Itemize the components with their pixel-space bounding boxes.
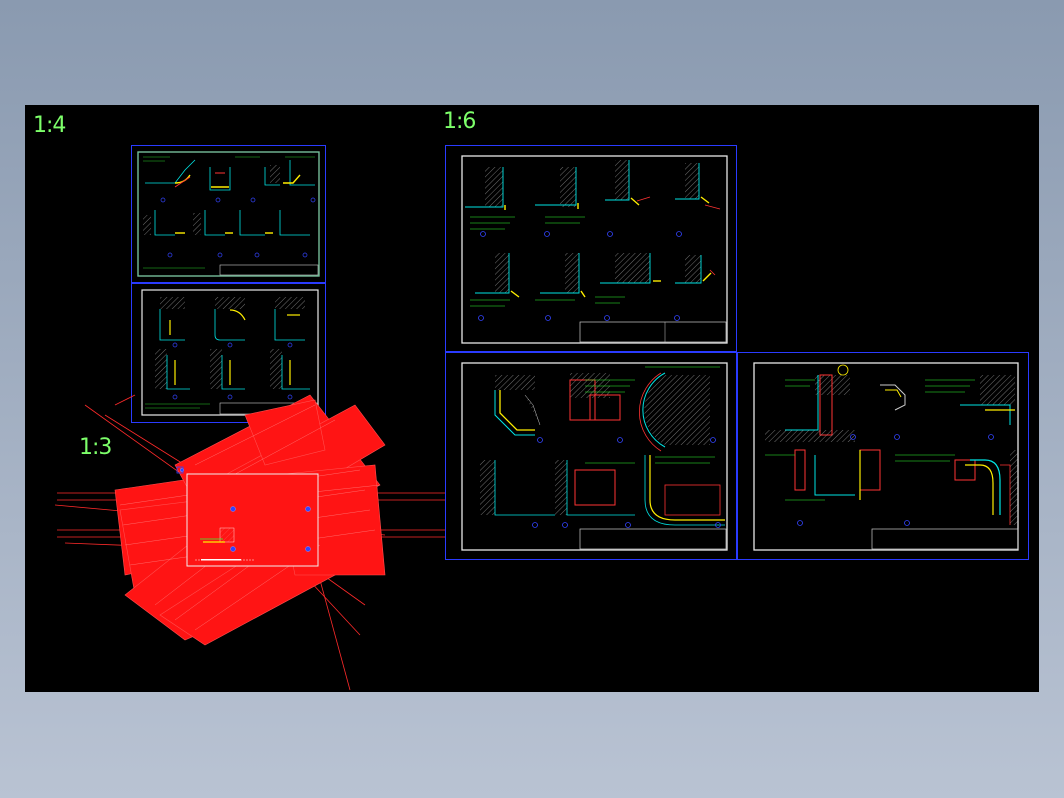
scale-label-1-3: 1:3 xyxy=(79,435,112,460)
drawing-sheet-thumbnail[interactable] xyxy=(461,155,728,344)
drawing-layer xyxy=(54,151,1019,691)
drawing-sheet-thumbnail[interactable] xyxy=(137,151,320,277)
viewport-frame-1-6-top[interactable] xyxy=(445,145,737,352)
scale-label-1-6: 1:6 xyxy=(443,109,476,134)
viewport-frame-1-6-bottom-left[interactable] xyxy=(445,352,737,560)
viewport-frame-1-4-bottom[interactable] xyxy=(131,283,326,423)
cad-model-space[interactable]: 1:4 1:6 1:3 xyxy=(25,105,1039,692)
drawing-sheet-thumbnail[interactable] xyxy=(461,362,728,551)
vertex-grip-icon[interactable] xyxy=(179,467,311,552)
drawing-sheet-thumbnail[interactable] xyxy=(141,289,319,416)
red-exploded-geometry[interactable] xyxy=(54,394,445,691)
drawing-sheet-thumbnail[interactable] xyxy=(753,362,1019,551)
viewport-frame-1-4-top[interactable] xyxy=(131,145,326,283)
scale-label-1-4: 1:4 xyxy=(33,113,66,138)
viewport-frame-1-6-bottom-right[interactable] xyxy=(737,352,1029,560)
